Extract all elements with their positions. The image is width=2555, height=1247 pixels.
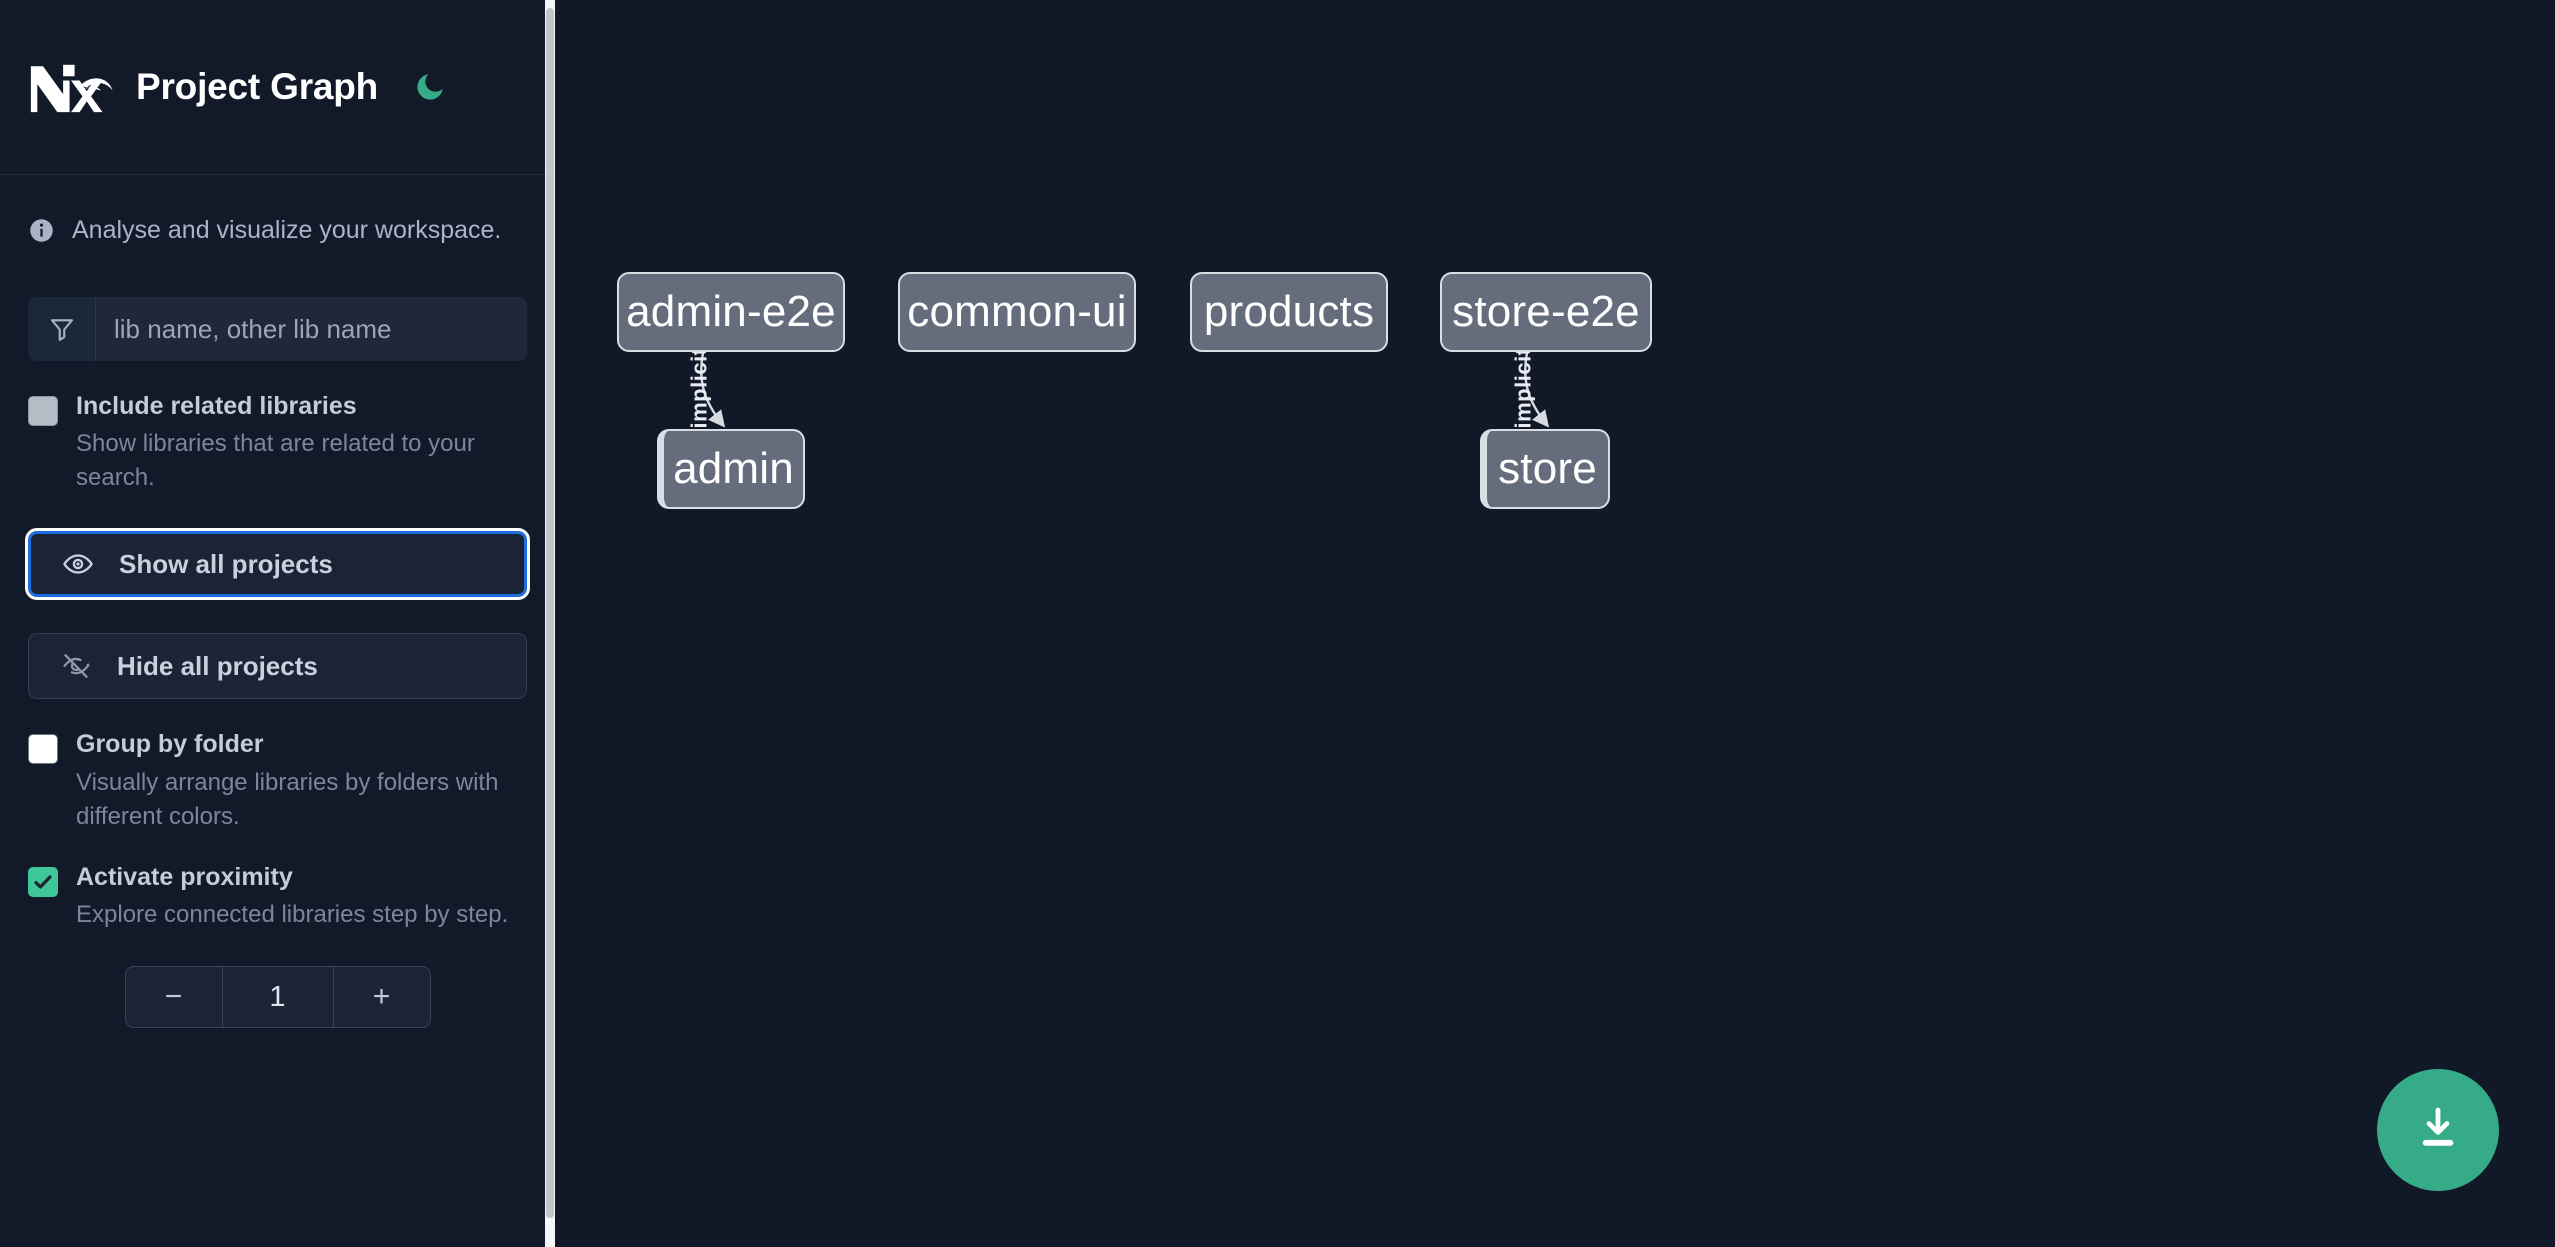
graph-node-admin[interactable]: admin [657,429,805,509]
option-text: Group by folder Visually arrange librari… [76,729,527,833]
show-all-projects-button[interactable]: Show all projects [25,528,530,601]
include-related-libraries-checkbox[interactable] [28,396,58,426]
nx-logo-icon [28,59,114,115]
option-text: Include related libraries Show libraries… [76,391,527,495]
option-title: Include related libraries [76,392,357,420]
option-title: Group by folder [76,730,264,759]
search-input[interactable] [96,297,527,361]
sidebar: Project Graph Analyse and visualize your… [0,0,555,1247]
stepper-value: 1 [222,967,333,1028]
edge-store-e2e-store [1524,352,1550,428]
show-all-projects-label: Show all projects [119,548,333,579]
graph-node-products[interactable]: products [1190,272,1388,352]
graph-node-common-ui[interactable]: common-ui [898,272,1136,352]
edge-label-implicit: implicit [686,347,712,429]
option-description: Explore connected libraries step by step… [76,901,509,929]
moon-icon[interactable] [410,67,450,107]
option-include-related-libraries: Include related libraries Show libraries… [28,391,527,495]
increment-button[interactable]: + [332,967,430,1028]
page-title: Project Graph [136,66,379,107]
graph-node-store[interactable]: store [1480,429,1610,509]
download-icon [2411,1101,2465,1160]
graph-canvas[interactable]: implicit implicit admin-e2e common-ui pr… [555,0,2555,1247]
graph-edges [700,352,1550,428]
sidebar-header: Project Graph [0,0,555,175]
group-by-folder-checkbox[interactable] [28,734,58,765]
tagline: Analyse and visualize your workspace. [28,175,527,253]
download-graph-button[interactable] [2377,1069,2499,1191]
graph-node-store-e2e[interactable]: store-e2e [1440,272,1652,352]
option-title: Activate proximity [76,862,293,891]
decrement-button[interactable]: − [125,967,223,1028]
eye-slash-icon [59,649,93,683]
filter-funnel-icon[interactable] [28,297,96,361]
activate-proximity-checkbox[interactable] [28,866,58,897]
proximity-stepper: − 1 + [124,966,431,1029]
graph-node-admin-e2e[interactable]: admin-e2e [617,272,845,352]
option-group-by-folder: Group by folder Visually arrange librari… [28,729,527,833]
option-description: Show libraries that are related to your … [76,430,475,492]
hide-all-projects-label: Hide all projects [117,650,318,681]
sidebar-body: Analyse and visualize your workspace. In… [0,175,555,1029]
proximity-stepper-wrap: − 1 + [28,966,527,1029]
edge-admin-e2e-admin [700,352,726,428]
edge-label-implicit: implicit [1510,347,1536,429]
option-text: Activate proximity Explore connected lib… [76,862,527,932]
option-description: Visually arrange libraries by folders wi… [76,768,499,830]
search-row [28,297,527,361]
option-activate-proximity: Activate proximity Explore connected lib… [28,862,527,932]
hide-all-projects-button[interactable]: Hide all projects [28,633,527,700]
eye-icon [61,547,95,581]
tagline-text: Analyse and visualize your workspace. [72,215,502,244]
sidebar-scrollbar-thumb[interactable] [546,8,554,1218]
info-icon [28,217,55,244]
